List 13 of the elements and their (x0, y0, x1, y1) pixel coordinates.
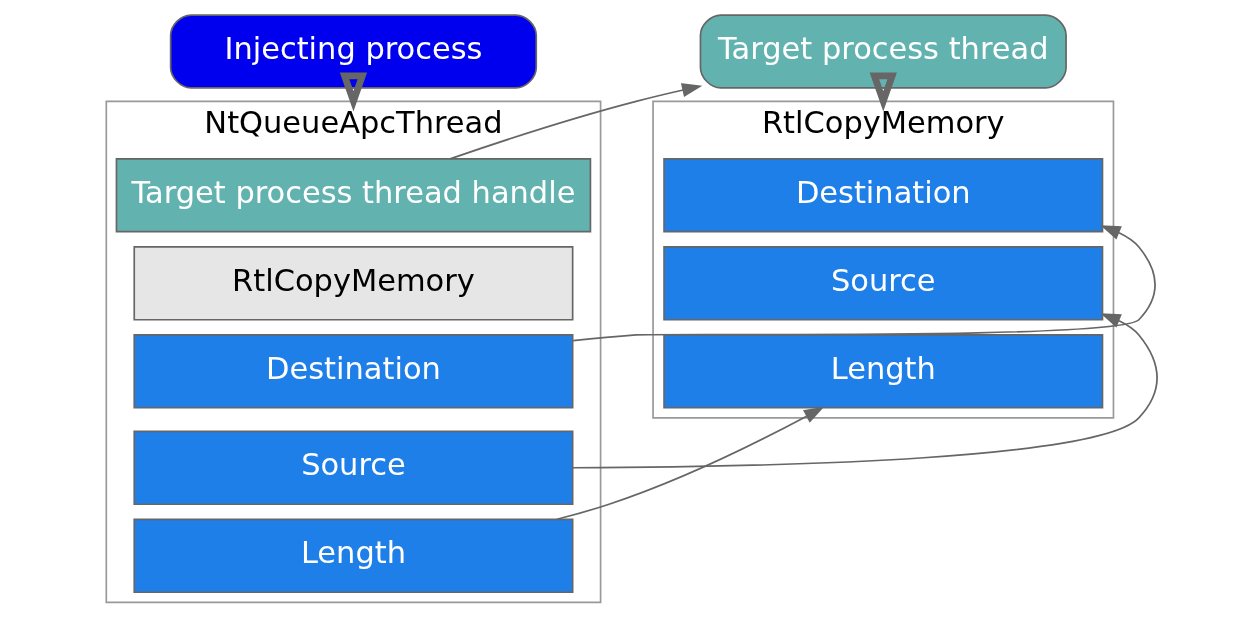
arrow (449, 83, 703, 160)
arrow (556, 406, 825, 521)
arrow (339, 72, 368, 112)
node-box: Destination (133, 334, 574, 409)
arrow (572, 313, 1158, 469)
node-box: Length (663, 334, 1104, 409)
node-box: Source (663, 246, 1104, 321)
arrow (869, 72, 897, 112)
node-box: Target process thread handle (115, 158, 592, 233)
node-box: Length (133, 518, 574, 594)
node-box: RtlCopyMemory (133, 246, 574, 321)
node-box: Source (133, 430, 574, 506)
node-box: Destination (663, 158, 1104, 233)
